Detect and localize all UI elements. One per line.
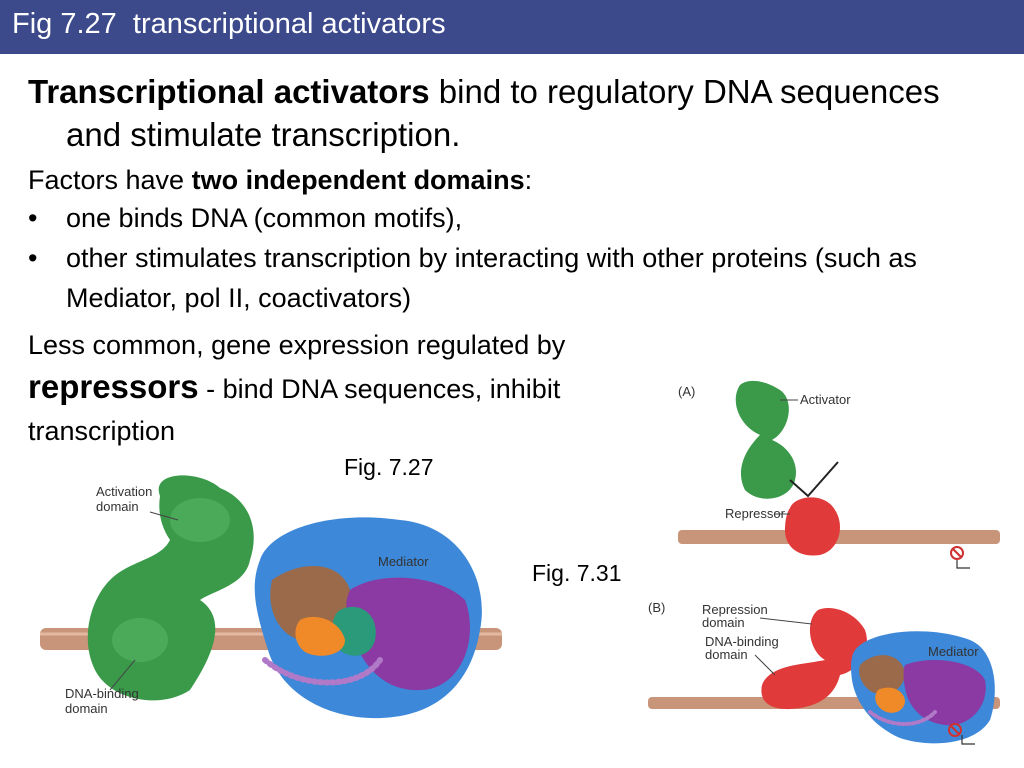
mediator-brown-subunit [270, 566, 351, 640]
p1-text: bind to regulatory DNA sequences and sti… [66, 73, 940, 153]
panel-a-label: (A) [678, 384, 695, 399]
orange-subunit [295, 616, 345, 656]
leader-line [754, 654, 776, 676]
label-mediator: Mediator [928, 644, 979, 659]
leader-line [109, 659, 136, 691]
figure-7-31-a: (A) Activator Repressor [678, 380, 1000, 569]
arrow-icon [789, 461, 839, 498]
label-mediator: Mediator [378, 554, 429, 569]
bullet-text: other stimulates transcription by intera… [66, 243, 917, 313]
bullet-item: • one binds DNA (common motifs), [28, 198, 988, 238]
caption-fig-7-27: Fig. 7.27 [344, 454, 434, 480]
label-repressor: Repressor [725, 506, 786, 521]
leader-line [149, 511, 179, 521]
slide-body: Transcriptional activators bind to regul… [28, 70, 988, 452]
term-repressors: repressors [28, 368, 199, 405]
activator-highlight [170, 498, 230, 542]
mediator-purple-subunit [903, 660, 986, 726]
slide-title: Fig 7.27 transcriptional activators [12, 8, 446, 40]
bullet-icon: • [28, 203, 38, 233]
no-transcription-icon [948, 723, 962, 737]
orange-subunit [875, 687, 905, 713]
ctd-tail [868, 710, 937, 726]
activator-highlight [112, 618, 168, 662]
label-activator: Activator [800, 392, 851, 407]
bullet-text: one binds DNA (common motifs), [66, 203, 463, 233]
no-transcription-slash [950, 725, 960, 735]
p2-pre: Factors have [28, 165, 192, 195]
no-transcription-icon [950, 546, 964, 560]
repressor-protein [761, 608, 868, 710]
activator-protein [735, 380, 796, 499]
bullet-item: • other stimulates transcription by inter… [28, 238, 988, 318]
caption-fig-7-31: Fig. 7.31 [532, 560, 622, 586]
term-transcriptional-activators: Transcriptional activators [28, 73, 430, 110]
term-two-domains: two independent domains [191, 165, 525, 195]
tss-arrow-icon [961, 735, 975, 745]
leader-line [759, 617, 813, 625]
tss-arrow-icon [956, 560, 970, 569]
paragraph-repressors: Less common, gene expression regulated b… [28, 324, 618, 452]
p3-post: - bind DNA sequences, inhibit transcript… [28, 374, 561, 446]
paragraph-domains: Factors have two independent domains: [28, 162, 988, 198]
repressor-protein [785, 497, 840, 556]
paragraph-activators: Transcriptional activators bind to regul… [28, 70, 988, 156]
p3-pre: Less common, gene expression regulated b… [28, 330, 566, 360]
p2-post: : [524, 165, 533, 195]
dna-strand [678, 530, 1000, 544]
no-transcription-slash [952, 548, 962, 558]
title-bar: Fig 7.27 transcriptional activators [0, 0, 1024, 54]
bullet-icon: • [28, 243, 38, 273]
ctd-tail [262, 657, 383, 686]
panel-b-label: (B) [648, 600, 665, 615]
mediator-brown-subunit [859, 655, 905, 694]
